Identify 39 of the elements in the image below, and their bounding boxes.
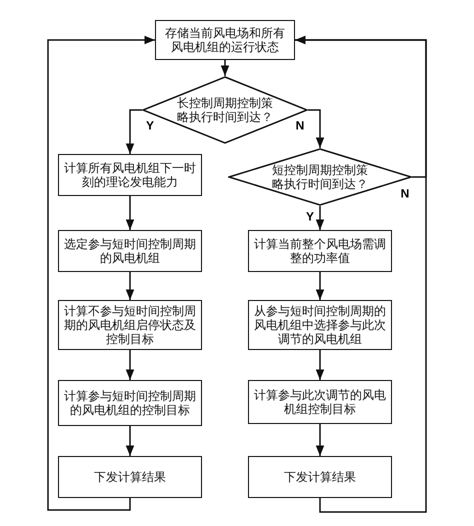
node-text: 计算参与短时间控制周期的风电机组的控制目标 xyxy=(63,389,197,417)
arrow xyxy=(316,424,324,456)
arrow xyxy=(126,350,134,380)
node-text: 长控制周期控制策略执行时间到达？ xyxy=(176,96,274,124)
arrow xyxy=(126,272,134,300)
node-text: 计算参与此次调节的风电机组控制目标 xyxy=(253,388,387,416)
process-box xyxy=(248,456,392,498)
arrow xyxy=(316,272,324,300)
process-box xyxy=(58,230,202,272)
node-text: 计算不参与短时间控制周期的风电机组启停状态及控制目标 xyxy=(63,304,197,346)
edge-label: N xyxy=(400,188,410,200)
process-box xyxy=(58,154,202,196)
node-text: 存储当前风电场和所有风电机组的运行状态 xyxy=(164,26,286,54)
arrow xyxy=(220,60,230,76)
node-text: 下发计算结果 xyxy=(284,470,356,484)
node-text: 计算所有风电机组下一时刻的理论发电能力 xyxy=(63,161,197,189)
arrow xyxy=(316,206,324,230)
arrow xyxy=(295,36,427,178)
node-text: 选定参与短时间控制周期的风电机组 xyxy=(63,237,197,265)
node-text: 计算当前整个风电场需调整的功率值 xyxy=(253,237,387,265)
process-box xyxy=(248,380,392,424)
node-text: 短控制周期控制策略执行时间到达？ xyxy=(271,163,369,191)
process-box xyxy=(155,20,295,60)
arrow xyxy=(126,426,134,456)
node-text: 下发计算结果 xyxy=(94,470,166,484)
edge-label: N xyxy=(294,120,306,132)
arrow xyxy=(316,350,324,380)
process-box xyxy=(58,456,202,498)
arrow xyxy=(126,196,134,230)
decision-diamond xyxy=(228,148,412,206)
edge-label: Y xyxy=(305,210,315,224)
decision-diamond xyxy=(142,76,308,144)
process-box xyxy=(58,380,202,426)
edge-label: Y xyxy=(145,120,155,132)
arrow xyxy=(47,36,155,511)
arrow xyxy=(308,109,324,148)
node-text: 从参与短时间控制周期的风电机组中选择参与此次调节的风电机组 xyxy=(253,304,387,346)
arrow xyxy=(126,109,142,154)
process-box xyxy=(248,230,392,272)
